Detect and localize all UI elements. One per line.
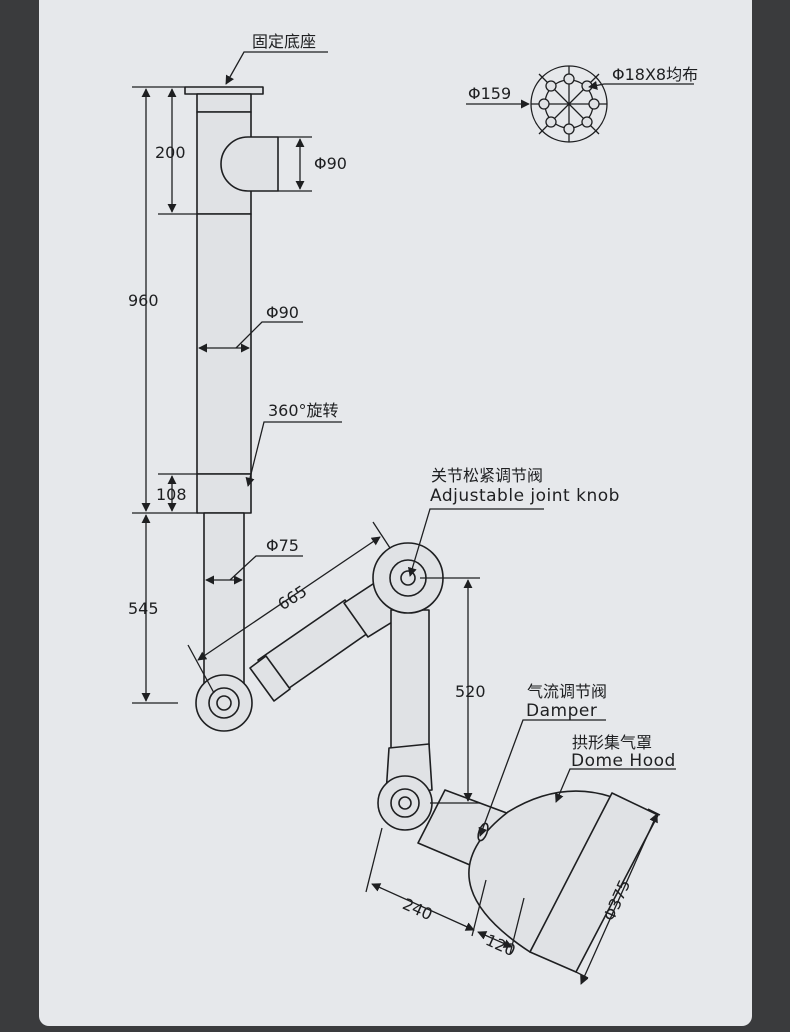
flange-plan-view [530,65,608,143]
label-665: 665 [274,581,310,614]
label-base: 固定底座 [252,32,316,51]
bottom-joint-center [216,695,232,711]
label-outlet-90: Φ90 [314,154,347,173]
knob-joint-center [400,570,416,586]
middle-column [196,213,252,475]
label-hood-cn: 拱形集气罩 [572,733,652,752]
label-75: Φ75 [266,536,299,555]
label-damper-en: Damper [526,701,597,721]
holes-leader [588,80,694,90]
label-159: Φ159 [468,84,511,103]
lower-tube [203,512,245,686]
label-rotate: 360°旋转 [268,401,339,420]
label-knob-cn: 关节松紧调节阀 [431,466,543,485]
base-collar [196,93,252,113]
base-plate [184,86,264,95]
label-holes: Φ18X8均布 [612,65,698,84]
label-200: 200 [155,143,186,162]
dim-240-line [371,883,475,931]
damper-leader [478,719,606,837]
hood-leader [555,768,676,803]
forearm-tube [390,609,430,751]
knob-leader [407,508,544,577]
base-leader [225,51,328,85]
rotating-ring [196,473,252,514]
label-960: 960 [128,291,159,310]
dim-120-line [477,931,513,948]
side-outlet [220,136,279,192]
label-damper-cn: 气流调节阀 [527,682,607,701]
wrist-joint-center [398,796,412,810]
label-545: 545 [128,599,159,618]
dim-375-line [580,813,658,985]
label-108: 108 [156,485,187,504]
dome-hood [468,790,613,953]
label-240: 240 [400,894,436,924]
dim-665-line [197,536,381,661]
label-column-90: Φ90 [266,303,299,322]
label-knob-en: Adjustable joint knob [430,486,620,506]
label-hood-en: Dome Hood [571,751,676,771]
rotate-leader [245,421,342,487]
label-520: 520 [455,682,486,701]
